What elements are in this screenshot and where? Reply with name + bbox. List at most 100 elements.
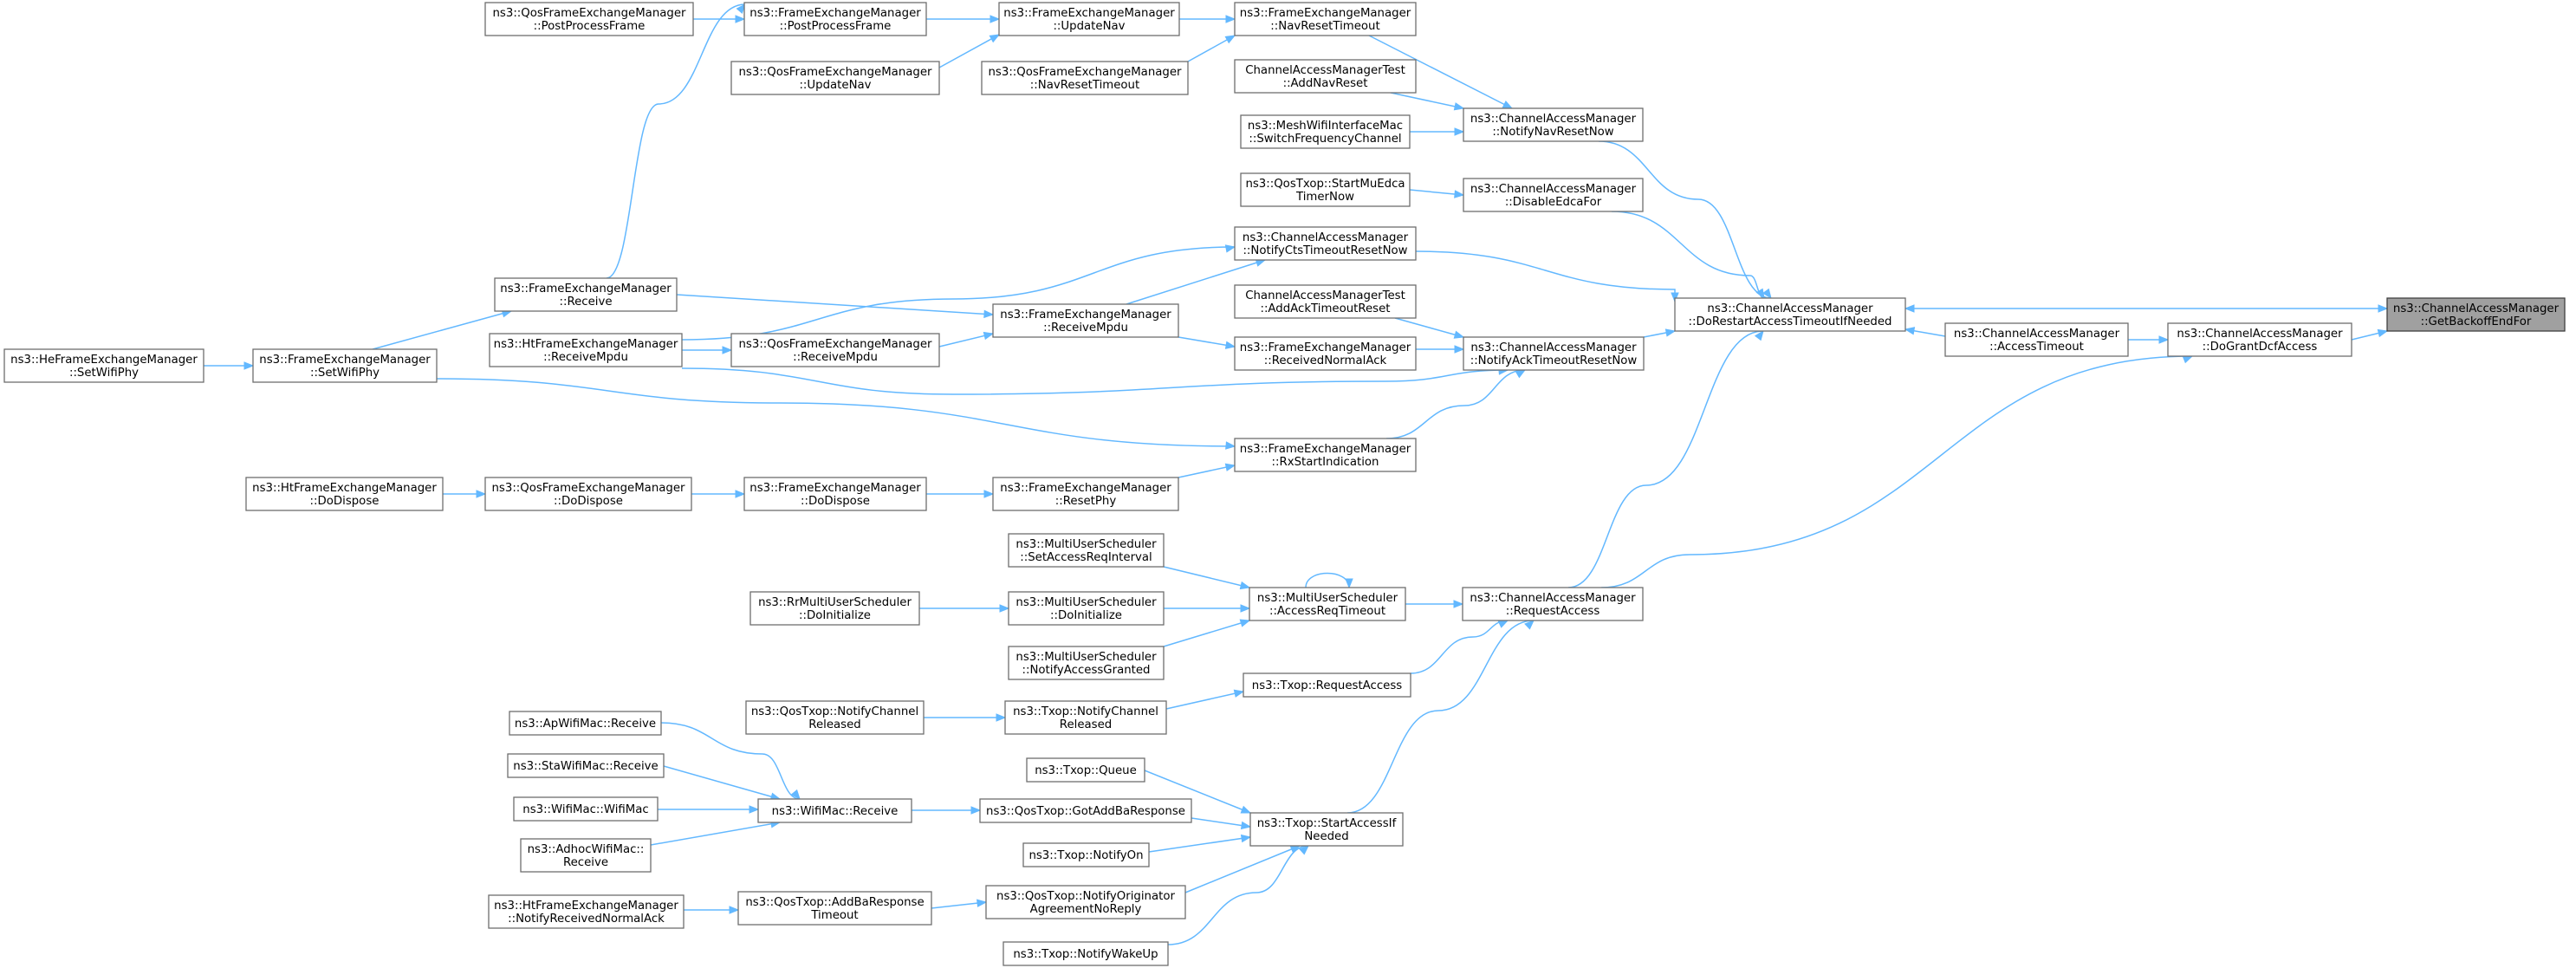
function-node-n30[interactable]: ns3::QosTxop::NotifyOriginatorAgreementN…	[985, 885, 1186, 919]
edge-n4-n2	[1567, 329, 1764, 588]
node-box	[985, 885, 1186, 919]
function-node-n3[interactable]: ns3::ChannelAccessManager::AccessTimeout	[1944, 322, 2129, 357]
edge-n10-n5	[1390, 92, 1465, 111]
node-label-line: ns3::FrameExchangeManager	[500, 283, 672, 296]
function-node-n2[interactable]: ns3::ChannelAccessManager::DoRestartAcce…	[1674, 297, 1906, 332]
function-node-n43[interactable]: ns3::QosFrameExchangeManager::DoDispose	[484, 477, 692, 511]
node-label-line: ns3::HtFrameExchangeManager	[494, 338, 678, 351]
function-node-n23[interactable]: ns3::MultiUserScheduler::SetAccessReqInt…	[1008, 533, 1165, 568]
function-node-n15[interactable]: ns3::FrameExchangeManager::RxStartIndica…	[1234, 438, 1417, 472]
function-node-n36[interactable]: ns3::RrMultiUserScheduler::DoInitialize	[749, 591, 920, 626]
function-node-n45[interactable]: ns3::StaWifiMac::Receive	[507, 753, 665, 778]
function-node-n32[interactable]: ns3::FrameExchangeManager::PostProcessFr…	[743, 2, 927, 36]
arrowhead	[996, 713, 1007, 722]
node-label-line: ns3::MultiUserScheduler	[1015, 538, 1157, 551]
function-node-n35[interactable]: ns3::FrameExchangeManager::DoDispose	[743, 477, 927, 511]
node-label-line: ns3::FrameExchangeManager	[749, 482, 921, 495]
node-box	[992, 477, 1179, 511]
edge-line	[660, 722, 801, 800]
edge-n24-n16	[1164, 604, 1251, 613]
function-node-n44[interactable]: ns3::ApWifiMac::Receive	[509, 711, 662, 736]
function-node-n42[interactable]: ns3::HtFrameExchangeManager::ReceiveMpdu	[489, 333, 683, 367]
function-node-n4[interactable]: ns3::ChannelAccessManager::RequestAccess	[1462, 587, 1644, 621]
edge-n42-n34	[682, 346, 733, 354]
function-node-n16[interactable]: ns3::MultiUserScheduler::AccessReqTimeou…	[1249, 587, 1406, 621]
function-node-n14[interactable]: ns3::FrameExchangeManager::ReceivedNorma…	[1234, 336, 1417, 371]
function-node-n17[interactable]: ns3::Txop::RequestAccess	[1243, 672, 1411, 698]
function-node-n9[interactable]: ns3::FrameExchangeManager::NavResetTimeo…	[1234, 2, 1417, 36]
arrowhead	[1515, 369, 1527, 379]
edge-n2-n3	[1904, 327, 1946, 337]
edge-n41-n21	[676, 294, 995, 319]
arrowhead	[1454, 190, 1465, 198]
function-node-n40[interactable]: ns3::QosFrameExchangeManager::PostProces…	[484, 2, 694, 36]
node-label-line: Needed	[1304, 830, 1348, 843]
edge-line	[1385, 369, 1526, 439]
function-node-n21[interactable]: ns3::FrameExchangeManager::ReceiveMpdu	[992, 303, 1179, 338]
function-node-n28[interactable]: ns3::QosTxop::GotAddBaResponse	[979, 798, 1192, 823]
function-node-n6[interactable]: ns3::ChannelAccessManager::DisableEdcaFo…	[1463, 178, 1644, 212]
node-label-line: ::DoRestartAccessTimeoutIfNeeded	[1689, 315, 1892, 328]
function-node-n1[interactable]: ns3::ChannelAccessManager::DoGrantDcfAcc…	[2167, 322, 2352, 357]
node-box	[992, 303, 1179, 338]
function-node-n41[interactable]: ns3::FrameExchangeManager::Receive	[494, 277, 678, 312]
function-node-n49[interactable]: ns3::FrameExchangeManager::SetWifiPhy	[252, 348, 438, 383]
function-node-n31[interactable]: ns3::Txop::NotifyWakeUp	[1002, 941, 1169, 966]
node-label-line: ns3::QosTxop::NotifyChannel	[751, 705, 918, 718]
edge-n18-n4	[1346, 620, 1535, 814]
node-box	[1234, 336, 1417, 371]
function-node-n29[interactable]: ns3::Txop::NotifyOn	[1022, 842, 1150, 867]
function-node-n34[interactable]: ns3::QosFrameExchangeManager::ReceiveMpd…	[730, 333, 940, 367]
edge-n21-n14	[1178, 336, 1236, 349]
node-box	[1463, 336, 1645, 371]
node-label-line: ::NotifyReceivedNormalAck	[508, 913, 665, 926]
edge-line	[1184, 845, 1301, 893]
edge-n6-n2	[1611, 211, 1765, 300]
node-label-line: ns3::HtFrameExchangeManager	[252, 482, 437, 495]
function-node-n5[interactable]: ns3::ChannelAccessManager::NotifyNavRese…	[1463, 107, 1644, 142]
function-node-n22[interactable]: ns3::FrameExchangeManager::ResetPhy	[992, 477, 1179, 511]
edge-line	[681, 367, 1509, 395]
node-box	[489, 333, 683, 367]
function-node-n11[interactable]: ns3::MeshWifiInterfaceMac::SwitchFrequen…	[1240, 114, 1411, 149]
function-node-n48[interactable]: ns3::HtFrameExchangeManager::NotifyRecei…	[488, 894, 685, 929]
arrowhead	[1240, 834, 1252, 843]
node-box	[1234, 2, 1417, 36]
node-label-line: ns3::HeFrameExchangeManager	[10, 354, 198, 367]
node-label-line: ns3::ChannelAccessManager	[1470, 183, 1637, 196]
node-box	[1462, 587, 1644, 621]
function-node-n13[interactable]: ChannelAccessManagerTest::AddAckTimeoutR…	[1234, 284, 1417, 319]
node-box	[488, 894, 685, 929]
arrowhead	[1345, 578, 1353, 589]
node-label-line: ns3::QosTxop::GotAddBaResponse	[986, 805, 1185, 818]
node-label-line: ns3::MultiUserScheduler	[1015, 651, 1157, 664]
edge-n42-n8	[681, 244, 1236, 341]
function-node-n20[interactable]: ns3::QosFrameExchangeManager::NavResetTi…	[981, 61, 1189, 95]
function-node-n47[interactable]: ns3::AdhocWifiMac::Receive	[520, 838, 652, 873]
function-node-n19[interactable]: ns3::FrameExchangeManager::UpdateNav	[998, 2, 1180, 36]
function-node-n46[interactable]: ns3::WifiMac::WifiMac	[513, 796, 659, 822]
function-node-n24[interactable]: ns3::MultiUserScheduler::DoInitialize	[1008, 591, 1165, 626]
node-box	[998, 2, 1180, 36]
arrowhead	[1240, 821, 1252, 830]
edge-line	[931, 901, 987, 909]
node-box	[1234, 59, 1417, 94]
node-box	[1234, 226, 1417, 261]
function-node-n25[interactable]: ns3::MultiUserScheduler::NotifyAccessGra…	[1008, 646, 1165, 680]
function-node-n8[interactable]: ns3::ChannelAccessManager::NotifyCtsTime…	[1234, 226, 1417, 261]
arrowhead	[1454, 127, 1465, 136]
function-node-n7[interactable]: ns3::ChannelAccessManager::NotifyAckTime…	[1463, 336, 1645, 371]
function-node-n51[interactable]: ns3::HeFrameExchangeManager::SetWifiPhy	[3, 348, 204, 383]
function-node-n38[interactable]: ns3::WifiMac::Receive	[757, 798, 912, 823]
node-box	[484, 477, 692, 511]
node-label-line: ns3::FrameExchangeManager	[1240, 341, 1411, 354]
function-node-n10[interactable]: ChannelAccessManagerTest::AddNavReset	[1234, 59, 1417, 94]
function-node-n33[interactable]: ns3::QosFrameExchangeManager::UpdateNav	[730, 61, 940, 95]
function-node-n27[interactable]: ns3::Txop::Queue	[1026, 757, 1145, 783]
function-node-n50[interactable]: ns3::HtFrameExchangeManager::DoDispose	[245, 477, 444, 511]
